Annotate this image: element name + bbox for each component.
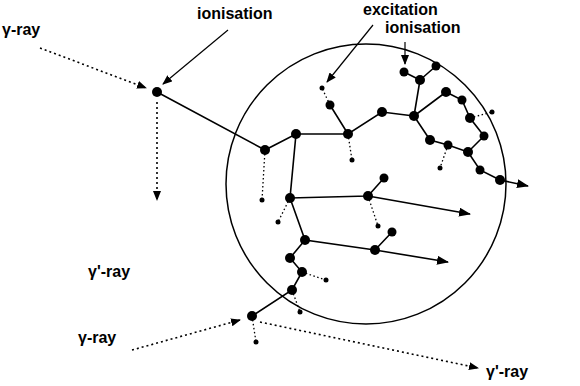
ionisation-dot xyxy=(425,135,435,145)
ionisation-dot xyxy=(380,174,389,183)
electron-track xyxy=(157,66,500,316)
excitation-dot xyxy=(376,224,381,229)
ionisation-dot xyxy=(432,62,441,71)
excitation-dot xyxy=(320,86,325,91)
ionisation-dot xyxy=(343,129,353,139)
photon-path xyxy=(260,322,478,368)
ionisation-dot xyxy=(260,145,270,155)
excitation-dot xyxy=(276,220,281,225)
ionisation-dot xyxy=(285,253,295,263)
ionisation-dot xyxy=(247,311,257,321)
excitation-dot xyxy=(298,310,303,315)
ionisation-dot xyxy=(297,267,307,277)
excitation-dot xyxy=(350,158,355,163)
excitation-dot xyxy=(490,110,495,115)
ionisation-dot xyxy=(495,175,505,185)
label-text: γ-ray xyxy=(78,328,116,347)
ionisation-dot xyxy=(476,166,485,175)
label-text: γ-ray xyxy=(2,20,40,39)
ionisation-dot xyxy=(287,285,297,295)
photon-path xyxy=(40,48,146,88)
excitation-dot xyxy=(438,166,443,171)
photon-path xyxy=(132,320,240,350)
excitation-path xyxy=(252,88,492,342)
excitation-dot xyxy=(260,198,265,203)
label-text: excitation xyxy=(363,0,438,19)
label-text: γ'-ray xyxy=(88,262,130,281)
leader-arrow xyxy=(327,25,373,82)
electron-track xyxy=(375,250,448,262)
ionisation-dot xyxy=(363,191,373,201)
electron-track xyxy=(368,196,470,214)
ionisation-dot xyxy=(370,245,380,255)
label-text: γ'-ray xyxy=(486,362,528,381)
ionisation-dot xyxy=(377,107,387,117)
label-text: ionisation xyxy=(385,18,461,37)
leader-arrow xyxy=(163,30,228,84)
ionisation-dot xyxy=(444,141,453,150)
ionisation-dot xyxy=(400,68,409,77)
ionisation-dot xyxy=(465,113,475,123)
excitation-dot xyxy=(254,340,259,345)
ionisation-dot xyxy=(152,87,162,97)
photon-path xyxy=(156,102,158,200)
ionisation-dot xyxy=(480,132,489,141)
ionisation-dot xyxy=(291,129,301,139)
volume-circle xyxy=(226,44,506,324)
ionisation-dot xyxy=(463,147,473,157)
ionisation-dot xyxy=(300,235,310,245)
leader-arrow xyxy=(404,42,405,64)
ionisation-dot xyxy=(409,111,419,121)
label-text: ionisation xyxy=(197,4,273,23)
ionisation-dot xyxy=(415,75,425,85)
ionisation-dot xyxy=(326,101,335,110)
excitation-dot xyxy=(324,278,329,283)
ionisation-dot xyxy=(285,193,295,203)
ionisation-dot xyxy=(388,228,397,237)
ionisation-dot xyxy=(441,87,451,97)
ionisation-dot xyxy=(458,96,467,105)
